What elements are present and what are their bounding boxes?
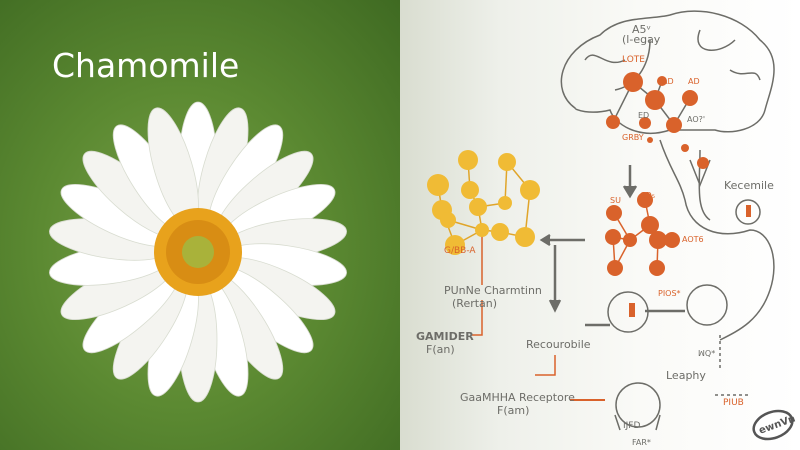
orange-molecule-atom bbox=[623, 233, 637, 247]
receptor-2 bbox=[686, 284, 728, 326]
brain-molecule-atom bbox=[682, 90, 698, 106]
orange-molecule-atom bbox=[607, 260, 623, 276]
brain-molecule-atom bbox=[639, 117, 651, 129]
label-nq: ꟽQ* bbox=[698, 349, 715, 358]
label-cd: CD₅ bbox=[640, 191, 655, 200]
label-ao2: AO?' bbox=[687, 115, 705, 124]
label-su: SU bbox=[610, 196, 621, 205]
label-grby: GRBY bbox=[622, 133, 644, 142]
receptor-3 bbox=[615, 382, 661, 428]
label-far: FAR* bbox=[632, 438, 651, 447]
yellow-molecule-atom bbox=[491, 223, 509, 241]
yellow-molecule-atom bbox=[445, 235, 465, 255]
label-gbba: G/BB-A bbox=[444, 246, 476, 256]
watermark-logo: ewnVn bbox=[752, 409, 797, 441]
yellow-molecule-atom bbox=[498, 196, 512, 210]
chamomile-photo-panel: Chamomile bbox=[0, 0, 400, 450]
brain-molecule-atom bbox=[681, 144, 689, 152]
label-fan: F(an) bbox=[426, 343, 455, 356]
yellow-molecule-atom bbox=[520, 180, 540, 200]
label-rertan: (Rertan) bbox=[452, 297, 497, 310]
orange-molecule-atom bbox=[641, 216, 659, 234]
label-ed: ED bbox=[638, 111, 649, 120]
chamomile-flower-image bbox=[49, 101, 347, 403]
label-gaamhha: GaaMHHA Receptore bbox=[460, 391, 575, 404]
label-punne: PUnNe Charmtinn bbox=[444, 284, 542, 297]
yellow-molecule-atom bbox=[440, 212, 456, 228]
orange-molecule-atom bbox=[605, 229, 621, 245]
label-fam: F(am) bbox=[497, 404, 529, 417]
label-kecemile: Kecemile bbox=[724, 179, 774, 192]
yellow-molecule-atom bbox=[498, 153, 516, 171]
brain-molecule-atom bbox=[606, 115, 620, 129]
diagram-panel: A5ᵛ (l-egay LOTE AD AD ED AO?' GRBY Kece… bbox=[400, 0, 800, 450]
brain-molecule-atom bbox=[647, 137, 653, 143]
label-recourobile: Recourobile bbox=[526, 338, 591, 351]
yellow-molecule-atom bbox=[469, 198, 487, 216]
label-gamider: GAMIDER bbox=[416, 330, 474, 343]
brain-outline bbox=[560, 10, 775, 134]
label-ad-2: AD bbox=[688, 77, 700, 86]
orange-molecule-atom bbox=[649, 260, 665, 276]
brain-molecule-atom bbox=[697, 157, 709, 169]
label-pios: PIOS* bbox=[658, 289, 681, 298]
brain-molecule-atom bbox=[666, 117, 682, 133]
brain-molecule-atom bbox=[623, 72, 643, 92]
yellow-molecule-atom bbox=[475, 223, 489, 237]
receptor-1 bbox=[607, 291, 649, 333]
brain-molecule-atom bbox=[645, 90, 665, 110]
label-piub: PIUB bbox=[723, 398, 744, 408]
brain-molecule-atom bbox=[657, 76, 667, 86]
label-legay: (l-egay bbox=[622, 33, 661, 46]
label-ijfd: IJFD bbox=[623, 421, 640, 431]
yellow-molecule-atom bbox=[427, 174, 449, 196]
orange-molecule-atom bbox=[637, 192, 653, 208]
yellow-molecule-atom bbox=[458, 150, 478, 170]
label-ad-1: AD bbox=[662, 77, 674, 86]
label-a5: A5ᵛ bbox=[632, 23, 651, 36]
orange-molecule-atom bbox=[664, 232, 680, 248]
orange-molecule-atom bbox=[649, 231, 667, 249]
page-title: Chamomile bbox=[52, 46, 240, 85]
yellow-molecule-atom bbox=[461, 181, 479, 199]
label-leaphy: Leaphy bbox=[666, 369, 706, 382]
yellow-molecule-atom bbox=[515, 227, 535, 247]
label-lote: LOTE bbox=[622, 55, 645, 65]
mechanism-diagram: A5ᵛ (l-egay LOTE AD AD ED AO?' GRBY Kece… bbox=[416, 10, 797, 447]
orange-molecule-atom bbox=[606, 205, 622, 221]
label-aot6: AOT6 bbox=[682, 235, 704, 244]
